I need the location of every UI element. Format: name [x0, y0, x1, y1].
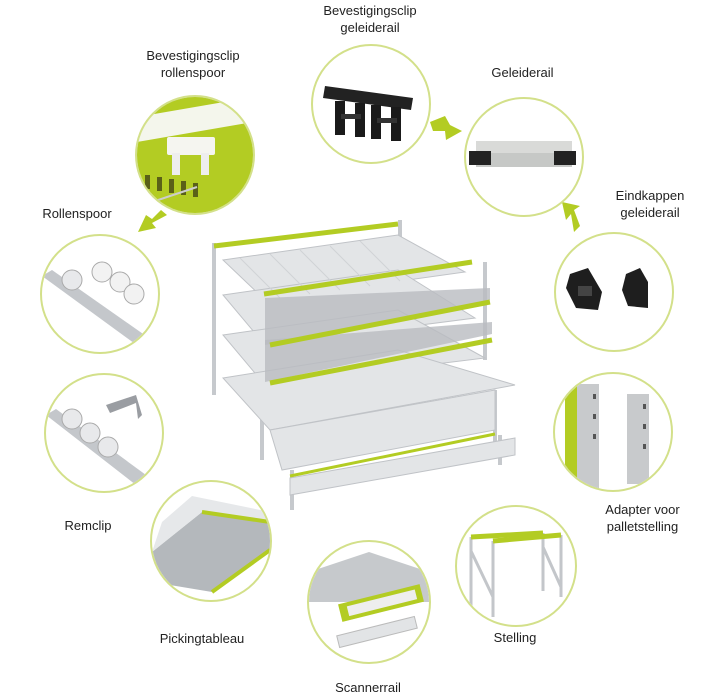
label-line: rollenspoor — [160, 65, 226, 80]
label-adapter: Adapter voor palletstelling — [590, 501, 695, 535]
label-clip-rollenspoor: Bevestigingsclip rollenspoor — [138, 47, 248, 81]
part-pickingtableau-image — [150, 480, 272, 602]
part-rollenspoor-image — [40, 234, 160, 354]
label-line: Eindkappen — [615, 188, 685, 203]
label-remclip: Remclip — [64, 518, 112, 533]
label-stelling: Stelling — [493, 630, 537, 645]
part-adapter-image — [553, 372, 673, 492]
label-pickingtableau: Pickingtableau — [159, 631, 245, 646]
label-line: Bevestigingsclip — [146, 48, 240, 63]
part-stelling-image — [455, 505, 577, 627]
label-geleiderail: Geleiderail — [491, 65, 554, 80]
label-rollenspoor: Rollenspoor — [42, 206, 112, 221]
part-scannerrail-image — [307, 540, 431, 664]
part-remclip-image — [44, 373, 164, 493]
part-clip-geleiderail-image — [311, 44, 431, 164]
arrow-icon — [138, 116, 580, 232]
label-scannerrail: Scannerrail — [335, 680, 401, 695]
label-line: Adapter voor — [605, 502, 680, 517]
part-geleiderail-image — [464, 97, 584, 217]
part-eindkappen-image — [554, 232, 674, 352]
label-line: geleiderail — [340, 20, 400, 35]
part-clip-rollenspoor-image — [135, 95, 255, 215]
label-eindkappen: Eindkappen geleiderail — [605, 187, 695, 221]
label-line: Bevestigingsclip — [323, 3, 417, 18]
label-line: palletstelling — [606, 519, 679, 534]
label-line: geleiderail — [620, 205, 680, 220]
label-clip-geleiderail: Bevestigingsclip geleiderail — [315, 2, 425, 36]
